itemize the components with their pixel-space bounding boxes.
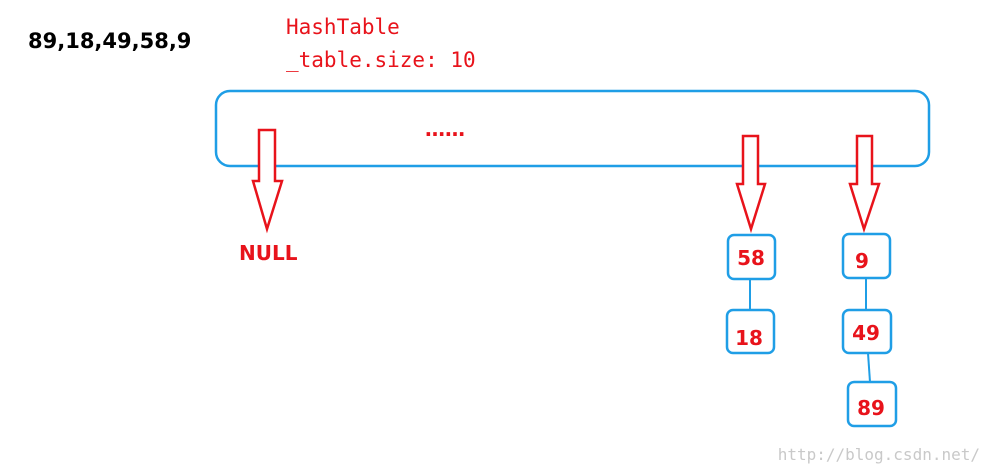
null-label: NULL bbox=[239, 241, 298, 265]
list-node bbox=[726, 233, 777, 281]
node-value: 49 bbox=[852, 321, 880, 345]
chain-link bbox=[867, 352, 871, 383]
node-value: 89 bbox=[857, 396, 885, 420]
list-node bbox=[841, 308, 893, 355]
list-node bbox=[841, 232, 892, 280]
table-size-label: _table.size: 10 bbox=[286, 48, 476, 72]
watermark: http://blog.csdn.net/ bbox=[778, 445, 980, 464]
list-node bbox=[725, 308, 776, 355]
arrow-to-null bbox=[251, 128, 284, 234]
node-value: 58 bbox=[737, 246, 765, 270]
arrow-to-bucket-58 bbox=[735, 134, 767, 234]
input-sequence: 89,18,49,58,9 bbox=[28, 29, 191, 53]
list-node bbox=[846, 380, 898, 428]
diagram-title: HashTable bbox=[286, 15, 400, 39]
ellipsis: …… bbox=[425, 117, 465, 141]
bucket-array bbox=[214, 89, 931, 168]
node-value: 9 bbox=[855, 249, 869, 273]
arrow-to-bucket-9 bbox=[848, 134, 881, 234]
node-value: 18 bbox=[735, 326, 763, 350]
